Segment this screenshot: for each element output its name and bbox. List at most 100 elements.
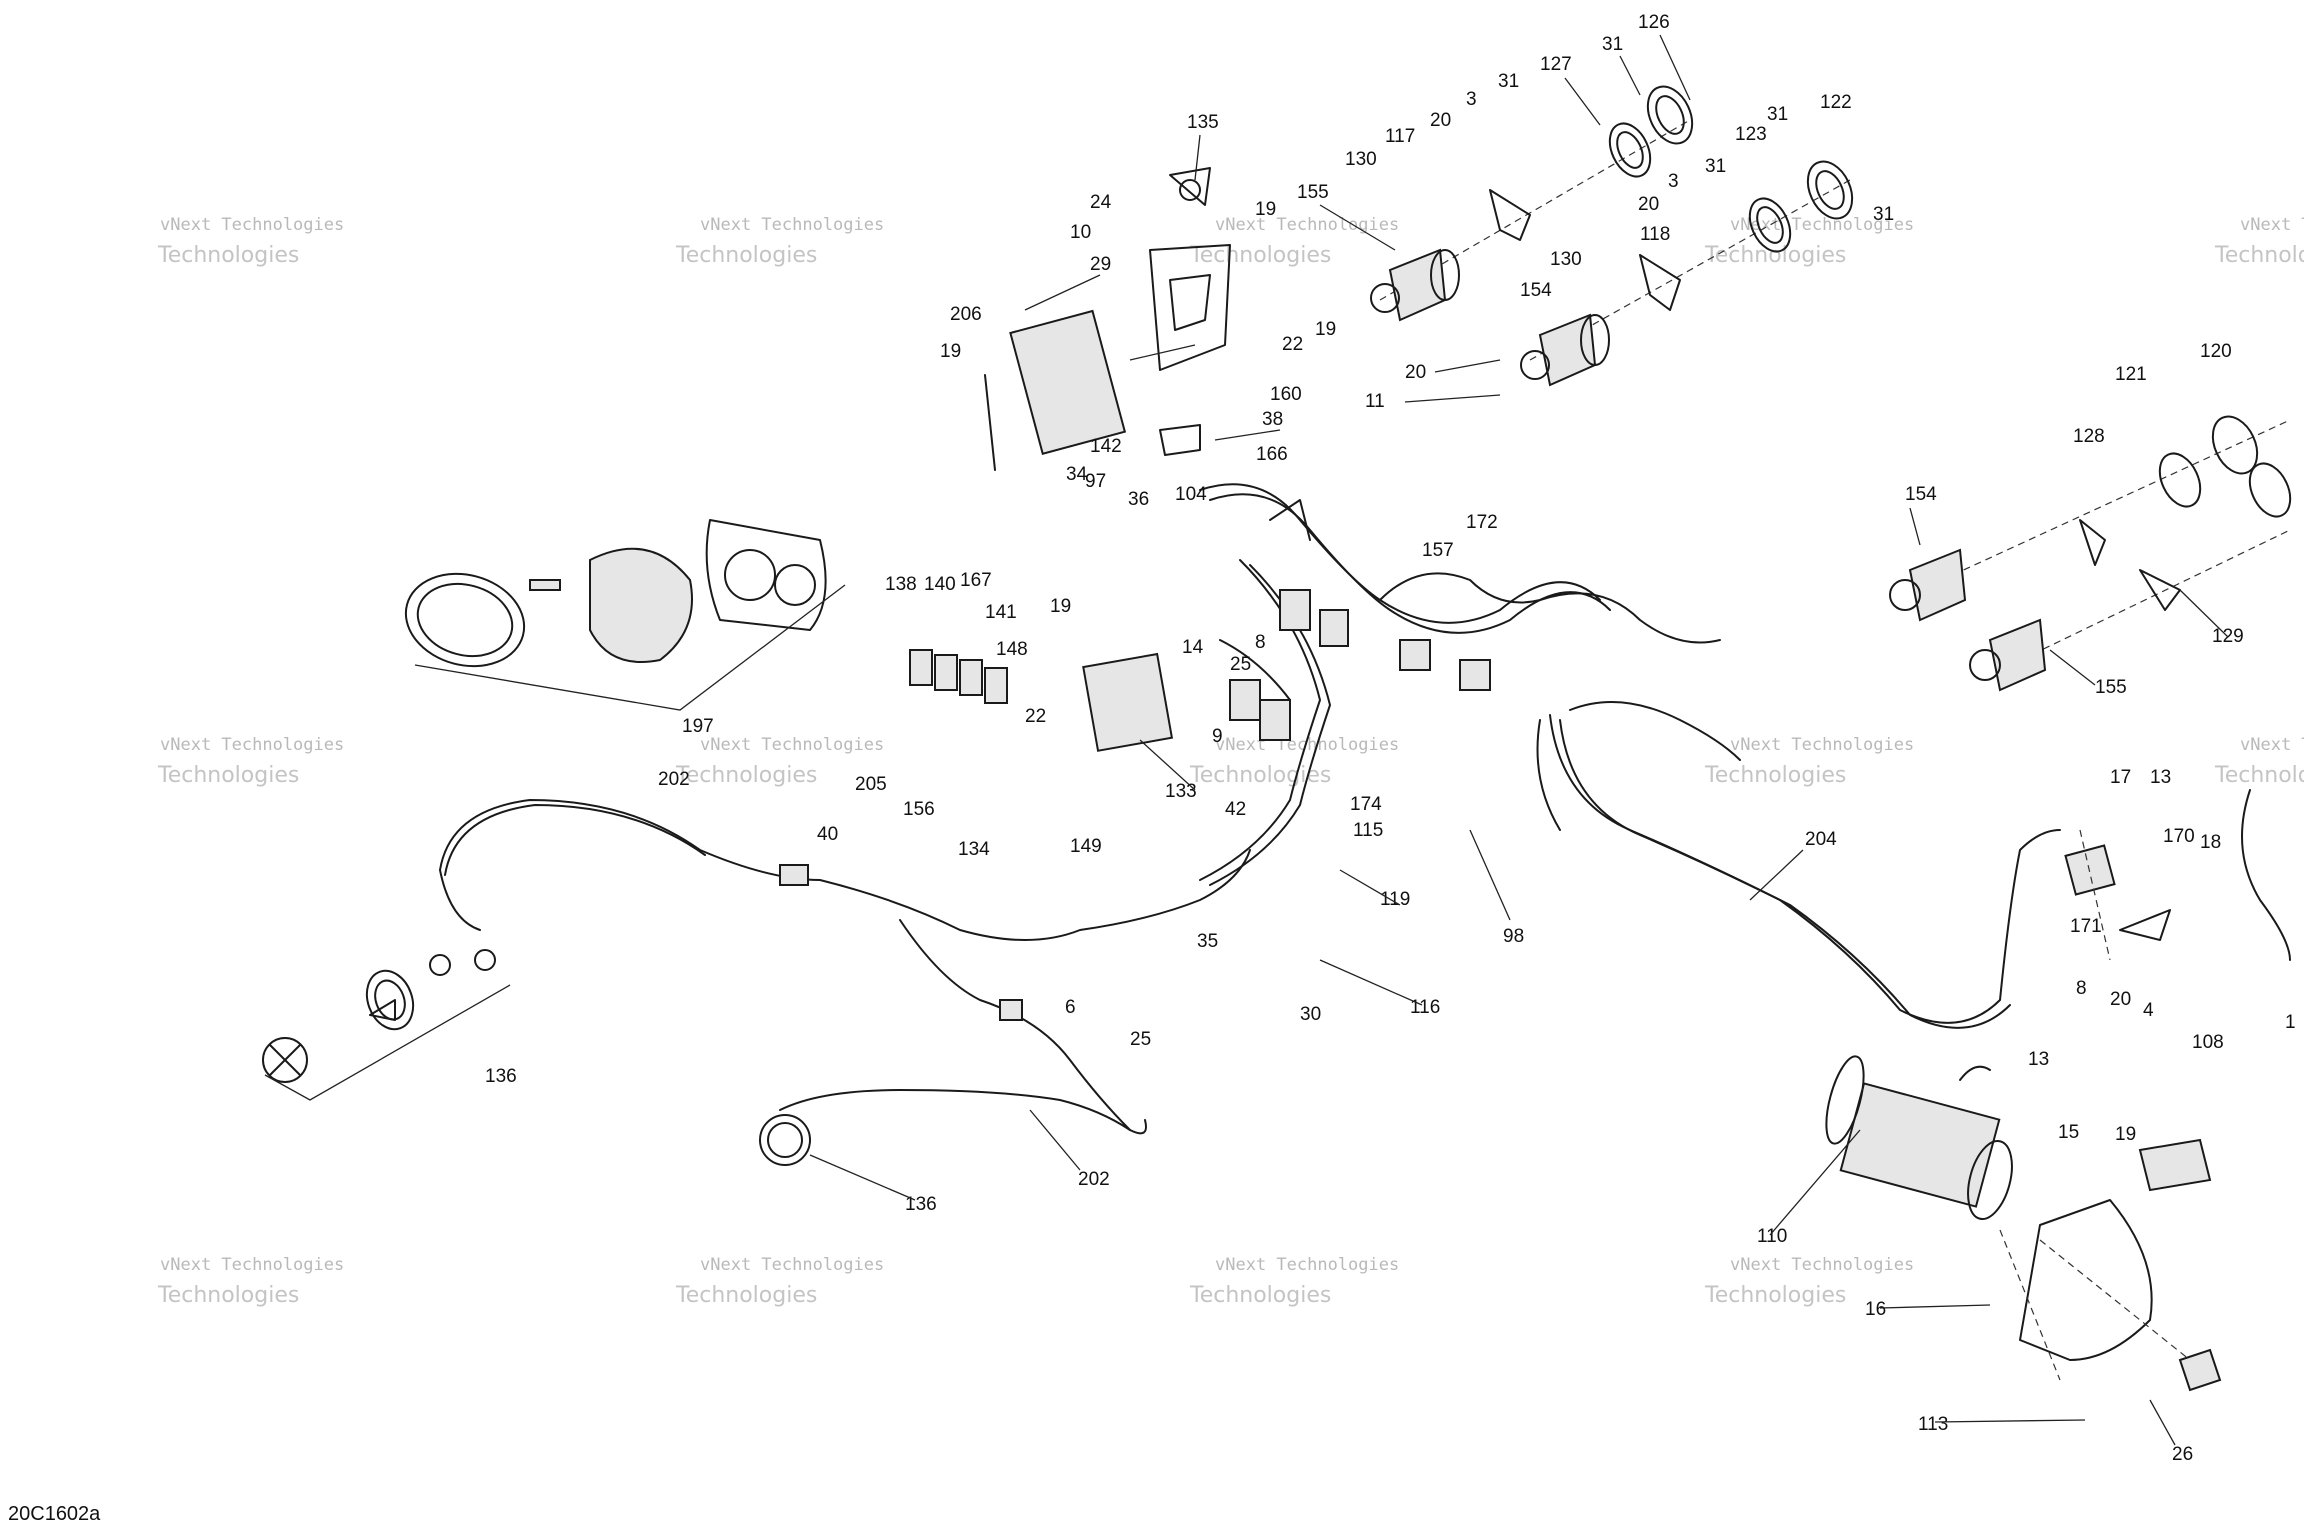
callout-label: 4 <box>2143 1000 2154 1021</box>
watermark-text: Technologies <box>1189 1283 1331 1308</box>
callout-label: 42 <box>1225 799 1246 820</box>
callout-label: 20 <box>1405 362 1426 383</box>
callout-label: 20 <box>1430 110 1451 131</box>
callout-label: 202 <box>658 769 690 790</box>
callout-label: 128 <box>2073 426 2105 447</box>
headlight-assembly-upper <box>1370 85 1854 387</box>
callout-label: 202 <box>1078 1169 1110 1190</box>
watermark-text: vNext Technologies <box>2240 215 2304 235</box>
callout-label: 38 <box>1262 409 1283 430</box>
callout-label: 206 <box>950 304 982 325</box>
callout-label: 8 <box>2076 978 2087 999</box>
callout-label: 117 <box>1385 126 1415 147</box>
callout-label: 166 <box>1256 444 1288 465</box>
callout-label: 34 <box>1066 464 1088 485</box>
watermark-text: Technologies <box>675 1283 817 1308</box>
watermark-text: vNext Technologies <box>160 215 344 235</box>
callout-label: 31 <box>1705 156 1726 177</box>
callout-label: 25 <box>1130 1029 1151 1050</box>
front-harness <box>439 799 1251 1166</box>
callout-label: 31 <box>1767 104 1788 125</box>
callout-label: 17 <box>2110 767 2131 788</box>
callout-label: 148 <box>996 639 1028 660</box>
callout-label: 120 <box>2200 341 2232 362</box>
callout-label: 22 <box>1025 706 1046 727</box>
watermark-text: Technologies <box>1704 763 1846 788</box>
callout-label: 156 <box>903 799 935 820</box>
callout-label: 19 <box>1255 199 1276 220</box>
callout-label: 110 <box>1757 1226 1787 1247</box>
rear-harness <box>1536 701 2291 1029</box>
reference-code: 20C1602a <box>8 1503 101 1525</box>
callout-label: 136 <box>485 1066 517 1087</box>
winch-group <box>1825 1055 2222 1392</box>
watermark-text: Technologies <box>157 763 299 788</box>
callout-label: 130 <box>1345 149 1377 170</box>
callout-labels: 126 31 127 31 3 20 117 130 155 135 19 24… <box>485 12 2296 1465</box>
watermark-text: vNext Technologies <box>700 215 884 235</box>
callout-label: 157 <box>1422 540 1454 561</box>
gauge-cluster-group <box>404 519 846 711</box>
callout-label: 97 <box>1085 471 1106 492</box>
callout-label: 138 <box>885 574 917 595</box>
callout-label: 25 <box>1230 654 1251 675</box>
watermark-text: vNext Technologies <box>160 735 344 755</box>
headlight-assembly-right <box>1889 415 2292 692</box>
relay-bracket-group <box>2064 829 2171 961</box>
callout-label: 11 <box>1365 391 1385 412</box>
callout-label: 31 <box>1873 204 1894 225</box>
callout-label: 36 <box>1128 489 1149 510</box>
callout-label: 134 <box>958 839 990 860</box>
watermark-text: vNext Technologies <box>1215 215 1399 235</box>
watermark-text: Technologies <box>1189 243 1331 268</box>
callout-label: 22 <box>1282 334 1303 355</box>
watermark-text: Technologies <box>1704 243 1846 268</box>
callout-label: 197 <box>682 716 714 737</box>
callout-label: 13 <box>2028 1049 2049 1070</box>
callout-label: 149 <box>1070 836 1102 857</box>
callout-label: 19 <box>1315 319 1336 340</box>
callout-label: 204 <box>1805 829 1837 850</box>
callout-label: 141 <box>985 602 1017 623</box>
main-wire-harness <box>909 483 1721 886</box>
watermark-text: Technologies <box>157 243 299 268</box>
callout-label: 115 <box>1353 820 1383 841</box>
callout-label: 126 <box>1638 12 1670 33</box>
callout-label: 10 <box>1070 222 1091 243</box>
watermark-text: vNext Technologies <box>160 1255 344 1275</box>
callout-label: 20 <box>2110 989 2131 1010</box>
callout-label: 133 <box>1165 781 1197 802</box>
callout-label: 122 <box>1820 92 1852 113</box>
callout-label: 8 <box>1255 632 1266 653</box>
callout-label: 6 <box>1065 997 1076 1018</box>
callout-label: 104 <box>1175 484 1207 505</box>
callout-label: 170 <box>2163 826 2195 847</box>
watermark-text: vNext Technologies <box>1730 735 1914 755</box>
callout-label: 171 <box>2070 916 2102 937</box>
watermark-text: Technologies <box>2214 763 2304 788</box>
callout-label: 98 <box>1503 926 1524 947</box>
callout-label: 19 <box>1050 596 1071 617</box>
leader-lines <box>809 34 2229 1446</box>
callout-label: 19 <box>2115 1124 2136 1145</box>
callout-label: 30 <box>1300 1004 1321 1025</box>
callout-label: 13 <box>2150 767 2171 788</box>
watermark-text: vNext Technologies <box>1215 1255 1399 1275</box>
watermark-text: vNext Technologies <box>1730 215 1914 235</box>
watermark-text: vNext Technologies <box>1730 1255 1914 1275</box>
watermark-text: Technologies <box>157 1283 299 1308</box>
callout-label: 118 <box>1640 224 1670 245</box>
callout-label: 29 <box>1090 254 1111 275</box>
callout-label: 154 <box>1520 280 1552 301</box>
callout-label: 108 <box>2192 1032 2224 1053</box>
watermark-text: Technologies <box>675 763 817 788</box>
callout-label: 167 <box>960 570 992 591</box>
callout-label: 119 <box>1380 889 1410 910</box>
watermark-text: Technologies <box>1704 1283 1846 1308</box>
callout-label: 142 <box>1090 436 1122 457</box>
control-module-group <box>984 167 1231 471</box>
callout-label: 205 <box>855 774 887 795</box>
watermark-text: vNext Technologies <box>700 735 884 755</box>
callout-label: 20 <box>1638 194 1659 215</box>
